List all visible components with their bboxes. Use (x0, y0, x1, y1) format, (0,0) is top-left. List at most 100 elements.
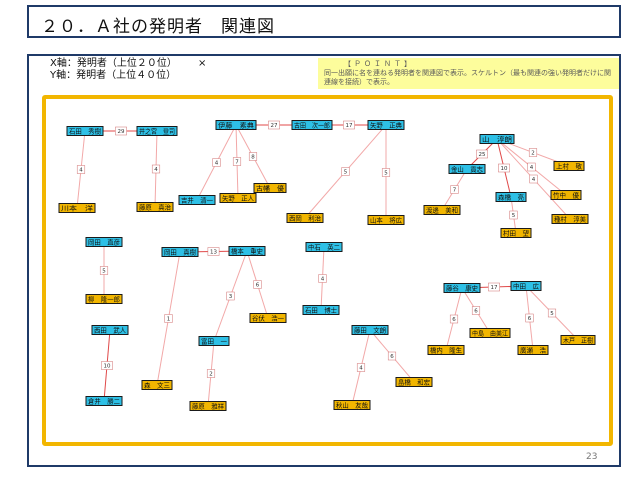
inventor-node-box[interactable] (333, 400, 371, 410)
edge-weight-box (99, 266, 109, 275)
edge-weight-box (547, 308, 557, 318)
inventor-node-box[interactable] (560, 335, 596, 345)
inventor-node[interactable]: 藤谷 康史 (443, 283, 481, 293)
inventor-name: 秋山 友哉 (336, 400, 368, 409)
edge-weight-box (343, 120, 355, 130)
inventor-node-box[interactable] (215, 120, 257, 130)
edge-weight-label: 5 (344, 170, 348, 176)
inventor-node[interactable]: 渡邊 美和 (423, 205, 461, 215)
inventor-node[interactable]: 矢野 正人 (219, 193, 257, 203)
inventor-node[interactable]: 倉井 勝二 (85, 396, 123, 406)
inventor-node[interactable]: 廣瀬 浩 (517, 345, 549, 355)
inventor-node[interactable]: 藤田 文朗 (351, 325, 389, 335)
inventor-node-box[interactable] (427, 345, 465, 355)
inventor-node-box[interactable] (395, 377, 433, 387)
inventor-node-box[interactable] (469, 328, 511, 338)
inventor-node[interactable]: 村田 望 (500, 228, 532, 238)
inventor-node-box[interactable] (351, 325, 389, 335)
inventor-node-box[interactable] (85, 396, 123, 406)
inventor-node[interactable]: 橋内 隆生 (427, 345, 465, 355)
edge-weight-label: 25 (479, 152, 486, 158)
inventor-node[interactable]: 竹中 優 (550, 190, 582, 200)
inventor-node[interactable]: 伊藤 素典 (215, 120, 257, 130)
inventor-node-box[interactable] (443, 283, 481, 293)
inventor-node[interactable]: 森橋 亮 (495, 192, 527, 202)
inventor-node[interactable]: 上村 敬 (553, 161, 585, 171)
inventor-node-box[interactable] (161, 247, 199, 257)
inventor-node-box[interactable] (198, 336, 230, 346)
inventor-node[interactable]: 西田 武人 (91, 325, 129, 335)
edge-weight-label: 3 (229, 294, 233, 300)
inventor-node[interactable]: 谷伏 浩一 (249, 313, 287, 323)
inventor-node-box[interactable] (178, 195, 216, 205)
inventor-node-box[interactable] (291, 120, 333, 130)
inventor-name: 富田 一 (201, 336, 228, 345)
inventor-node[interactable]: 矢野 正典 (367, 120, 405, 130)
inventor-node[interactable]: 中田 広 (510, 281, 542, 291)
inventor-node-box[interactable] (286, 213, 324, 223)
inventor-node-box[interactable] (228, 246, 266, 256)
inventor-node-box[interactable] (448, 164, 486, 174)
inventor-node-box[interactable] (305, 242, 343, 252)
inventor-node[interactable]: 木戸 正樹 (560, 335, 596, 345)
inventor-node-box[interactable] (510, 281, 542, 291)
edge-weight-label: 7 (235, 160, 239, 166)
inventor-node[interactable]: 金山 貢志 (448, 164, 486, 174)
inventor-node-box[interactable] (189, 401, 227, 411)
inventor-node-box[interactable] (553, 161, 585, 171)
edge-weight-label: 4 (79, 168, 83, 174)
inventor-node[interactable]: 富田 一 (198, 336, 230, 346)
inventor-node-box[interactable] (66, 126, 104, 136)
inventor-node[interactable]: 岡田 直彦 (85, 237, 123, 247)
inventor-node-box[interactable] (136, 202, 174, 212)
inventor-name: 藤田 文朗 (354, 325, 386, 334)
inventor-node[interactable]: 岡田 真樹 (161, 247, 199, 257)
inventor-node[interactable]: 森 文三 (141, 380, 173, 390)
inventor-node[interactable]: 吉井 清一 (178, 195, 216, 205)
inventor-node-box[interactable] (136, 126, 178, 136)
inventor-node[interactable]: 山 淳朗 (479, 134, 515, 144)
inventor-node-box[interactable] (141, 380, 173, 390)
inventor-node-box[interactable] (479, 134, 515, 144)
inventor-node[interactable]: 藤原 真治 (136, 202, 174, 212)
inventor-node[interactable]: 川本 洋 (58, 203, 96, 213)
inventor-node-box[interactable] (550, 190, 582, 200)
inventor-node[interactable]: 井之宮 登司 (136, 126, 178, 136)
inventor-name: 藤原 雅祥 (192, 401, 224, 410)
inventor-node[interactable]: 山本 将広 (367, 215, 405, 225)
inventor-node[interactable]: 石田 秀樹 (66, 126, 104, 136)
edge-weight-box (529, 174, 538, 184)
inventor-node-box[interactable] (91, 325, 129, 335)
inventor-node[interactable]: 石田 博士 (302, 305, 340, 315)
inventor-node-box[interactable] (302, 305, 340, 315)
inventor-node[interactable]: 橋本 重史 (228, 246, 266, 256)
inventor-node-box[interactable] (500, 228, 532, 238)
title-box: ２０．Ａ社の発明者 関連図 (27, 5, 621, 38)
inventor-node-box[interactable] (85, 237, 123, 247)
inventor-node-box[interactable] (367, 120, 405, 130)
inventor-node-box[interactable] (58, 203, 96, 213)
inventor-node-box[interactable] (253, 183, 287, 193)
inventor-node[interactable]: 西岡 利治 (286, 213, 324, 223)
inventor-node[interactable]: 秋山 友哉 (333, 400, 371, 410)
inventor-node-box[interactable] (249, 313, 287, 323)
inventor-node[interactable]: 中島 由美江 (469, 328, 511, 338)
edge-weight-label: 6 (474, 309, 478, 315)
inventor-node[interactable]: 畠橋 和宏 (395, 377, 433, 387)
inventor-node[interactable]: 中石 英二 (305, 242, 343, 252)
inventor-node[interactable]: 柳 隆一郎 (85, 294, 123, 304)
inventor-node-box[interactable] (423, 205, 461, 215)
inventor-node[interactable]: 種村 淳美 (551, 214, 589, 224)
point-title: 【ＰＯＩＮＴ】 (344, 60, 414, 68)
inventor-node[interactable]: 古田 次一郎 (291, 120, 333, 130)
inventor-node[interactable]: 藤原 雅祥 (189, 401, 227, 411)
inventor-node-box[interactable] (219, 193, 257, 203)
edge-weight-label: 27 (271, 123, 278, 129)
inventor-node-box[interactable] (551, 214, 589, 224)
edge-weight-label: 6 (390, 354, 394, 360)
inventor-node-box[interactable] (495, 192, 527, 202)
inventor-node-box[interactable] (367, 215, 405, 225)
inventor-node[interactable]: 古幡 優 (253, 183, 287, 193)
inventor-node-box[interactable] (517, 345, 549, 355)
inventor-node-box[interactable] (85, 294, 123, 304)
